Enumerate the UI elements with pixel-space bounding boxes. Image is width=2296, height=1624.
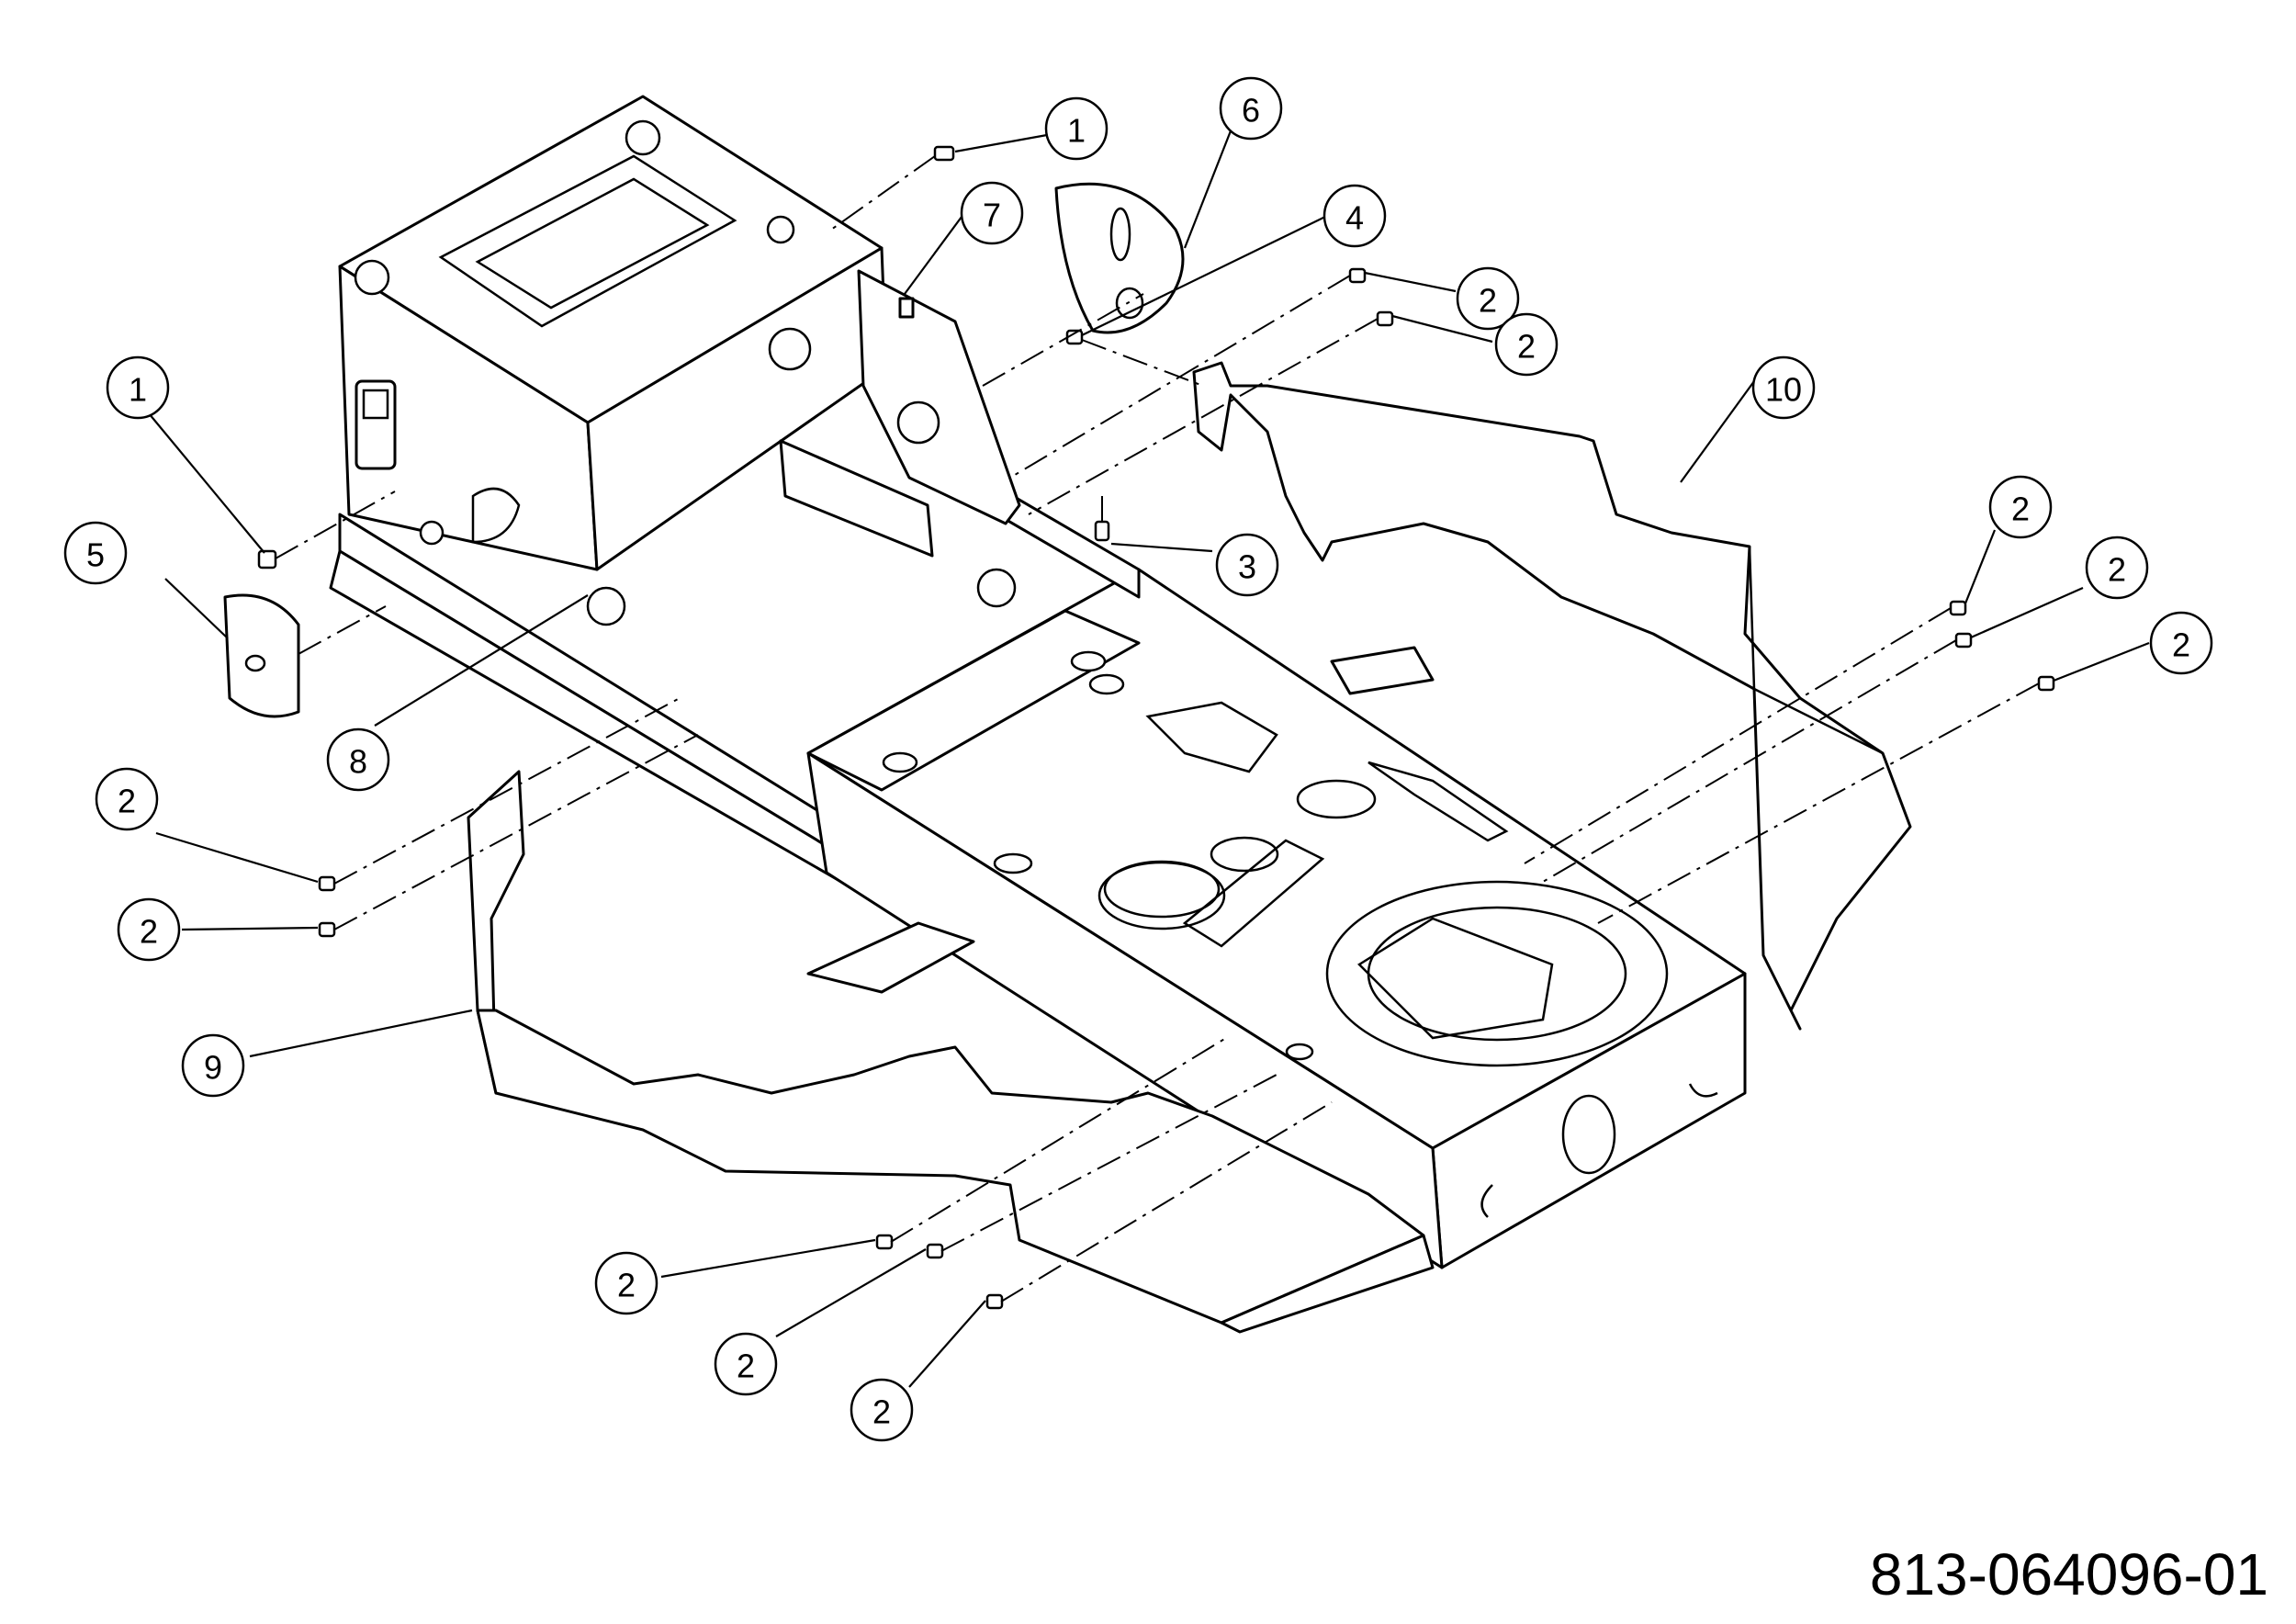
callout-2e: 2 [2149, 611, 2213, 675]
callout-label: 2 [617, 1267, 636, 1304]
callout-2i: 2 [714, 1332, 778, 1396]
callout-label: 2 [118, 783, 136, 820]
callout-7: 7 [960, 181, 1024, 245]
callout-10: 10 [1751, 355, 1816, 420]
callout-label: 3 [1238, 548, 1256, 586]
callout-label: 2 [140, 913, 158, 951]
callout-9: 9 [181, 1033, 245, 1098]
callout-label: 6 [1242, 92, 1260, 130]
callout-label: 1 [1067, 112, 1086, 150]
callout-label: 4 [1345, 199, 1364, 237]
callout-label: 1 [129, 371, 147, 409]
callout-label: 10 [1765, 371, 1802, 409]
callout-2b: 2 [1494, 312, 1559, 377]
leader-lines [148, 107, 2150, 1388]
callout-2a: 2 [1456, 266, 1520, 331]
callout-label: 5 [86, 536, 105, 574]
callout-label: 8 [349, 743, 367, 781]
callout-2h: 2 [594, 1251, 658, 1315]
part-8-cap [586, 586, 626, 626]
callout-2c: 2 [1988, 475, 2053, 539]
callout-label: 2 [2172, 626, 2190, 664]
assembly-lines [275, 155, 2040, 1303]
callout-label: 9 [204, 1049, 222, 1087]
callout-4: 4 [1322, 184, 1387, 248]
main-frame [329, 95, 1747, 1269]
part-6-plate [1054, 182, 1185, 334]
callout-1b: 1 [106, 355, 170, 420]
callout-label: 2 [872, 1393, 891, 1431]
callout-label: 2 [2108, 551, 2126, 589]
callout-2g: 2 [117, 897, 181, 962]
part-7-support [857, 269, 1021, 525]
callout-5: 5 [63, 521, 128, 585]
callout-label: 2 [1479, 282, 1497, 320]
part-5-plate [223, 593, 300, 718]
callout-label: 2 [1517, 328, 1536, 366]
drawing-number: 813-064096-01 [1869, 1541, 2268, 1607]
part-9-panel [467, 770, 1435, 1334]
callout-2f: 2 [95, 767, 159, 831]
callout-label: 2 [2011, 491, 2030, 528]
part-10-panel [1192, 361, 1912, 1031]
callout-6: 6 [1219, 76, 1283, 141]
callout-3: 3 [1215, 533, 1279, 597]
callout-8: 8 [326, 727, 390, 792]
callout-2j: 2 [850, 1378, 914, 1442]
callout-label: 2 [737, 1348, 755, 1385]
callout-2d: 2 [2085, 536, 2149, 600]
callout-1a: 1 [1044, 96, 1109, 161]
callout-label: 7 [983, 197, 1001, 234]
